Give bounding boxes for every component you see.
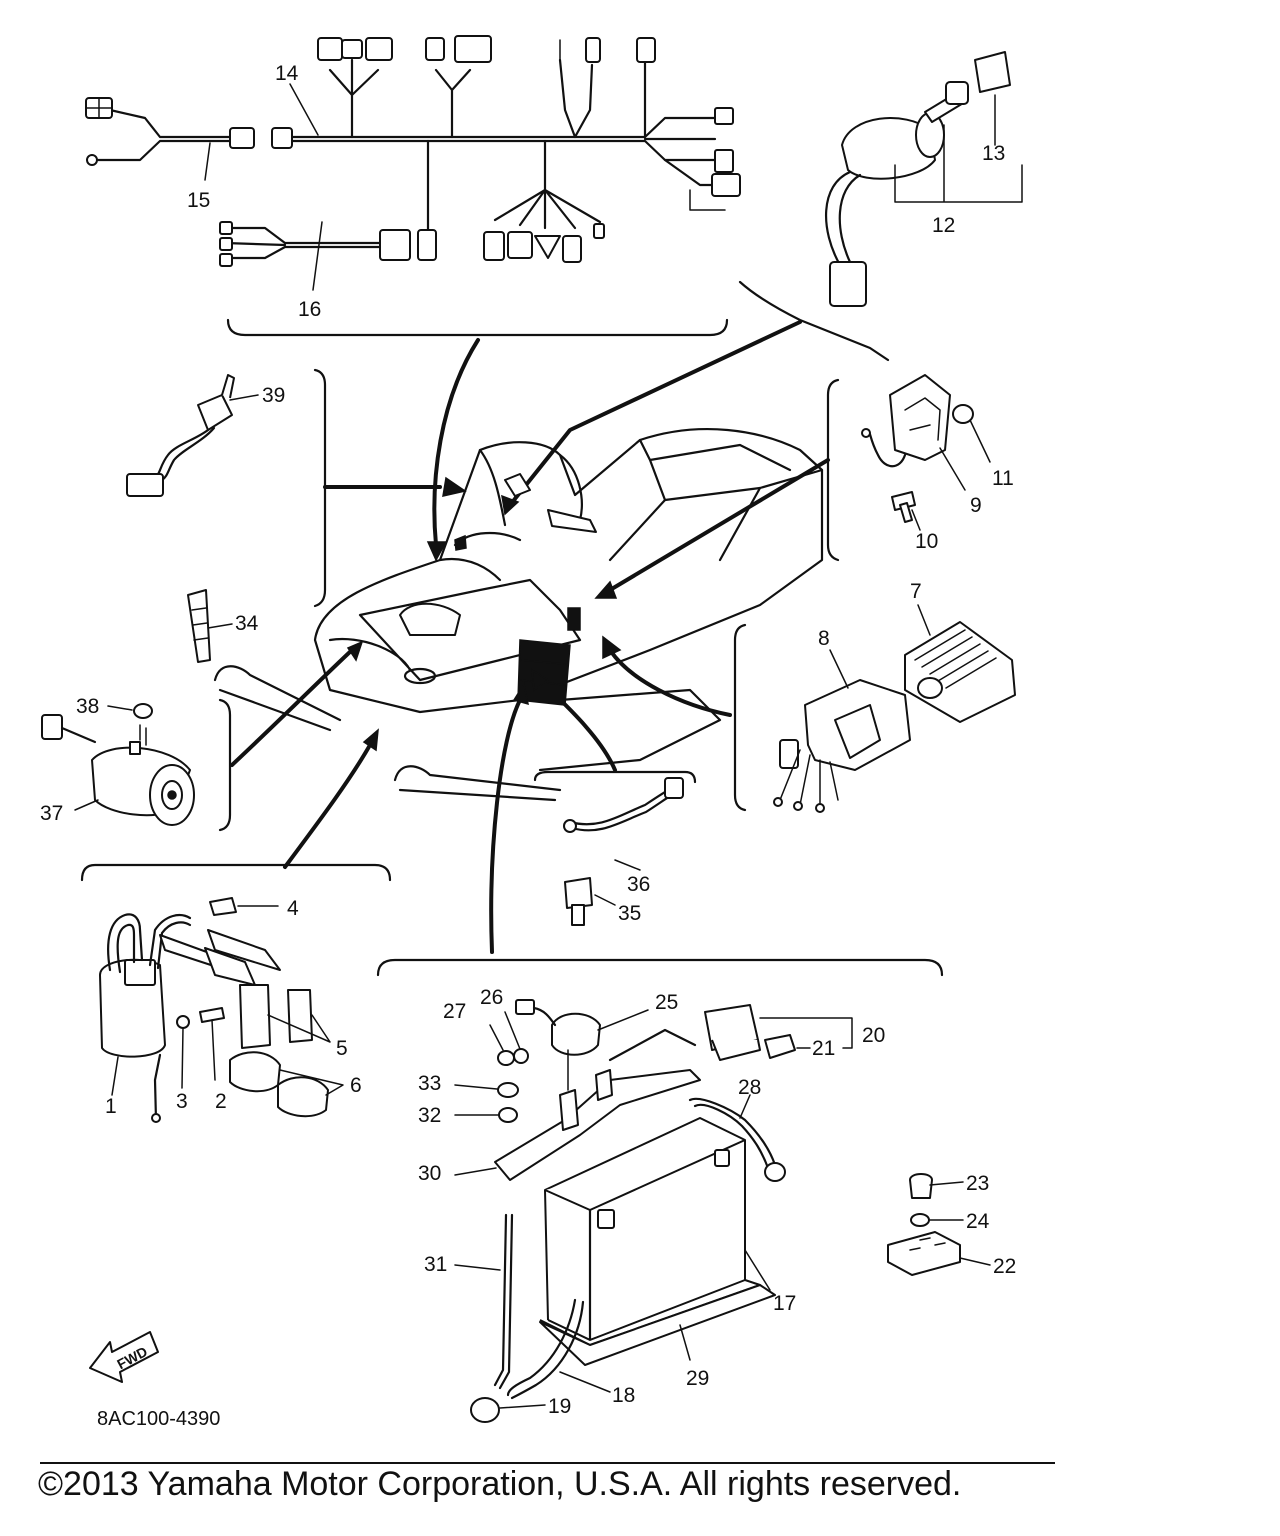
callout-27: 27 bbox=[443, 1000, 466, 1023]
callout-18: 18 bbox=[612, 1384, 635, 1407]
fwd-direction-arrow: FWD bbox=[89, 1331, 159, 1383]
callout-36: 36 bbox=[627, 873, 650, 896]
snowmobile-body bbox=[213, 338, 830, 954]
cable-tie bbox=[187, 589, 233, 663]
copyright-notice: ©2013 Yamaha Motor Corporation, U.S.A. A… bbox=[38, 1465, 962, 1503]
callout-34: 34 bbox=[235, 612, 259, 635]
diagram-code: 8AC100-4390 bbox=[97, 1408, 221, 1430]
callout-32: 32 bbox=[418, 1104, 441, 1127]
callout-20: 20 bbox=[862, 1024, 885, 1047]
temp-sensor-group bbox=[533, 770, 697, 926]
callout-37: 37 bbox=[40, 802, 63, 825]
callout-31: 31 bbox=[424, 1253, 447, 1276]
callout-7: 7 bbox=[910, 580, 922, 603]
callout-13: 13 bbox=[982, 142, 1005, 165]
callout-16: 16 bbox=[298, 298, 321, 321]
callout-26: 26 bbox=[480, 986, 503, 1009]
callout-5: 5 bbox=[336, 1037, 348, 1060]
callout-30: 30 bbox=[418, 1162, 441, 1185]
callout-3: 3 bbox=[176, 1090, 188, 1113]
starter-group bbox=[41, 698, 232, 832]
callout-4: 4 bbox=[287, 897, 299, 920]
battery-group bbox=[376, 958, 991, 1423]
callout-33: 33 bbox=[418, 1072, 441, 1095]
callout-9: 9 bbox=[970, 494, 982, 517]
callout-14: 14 bbox=[275, 62, 299, 85]
callout-10: 10 bbox=[915, 530, 938, 553]
callout-12: 12 bbox=[932, 214, 955, 237]
callout-25: 25 bbox=[655, 991, 678, 1014]
cdi-unit-group bbox=[826, 374, 991, 562]
wire-harness-group bbox=[85, 35, 741, 337]
callout-23: 23 bbox=[966, 1172, 989, 1195]
kill-switch-group bbox=[126, 368, 467, 608]
callout-11: 11 bbox=[992, 467, 1014, 490]
callout-1: 1 bbox=[105, 1095, 117, 1118]
callout-8: 8 bbox=[818, 627, 830, 650]
callout-35: 35 bbox=[618, 902, 641, 925]
callout-2: 2 bbox=[215, 1090, 227, 1113]
callout-24: 24 bbox=[966, 1210, 990, 1233]
copyright-divider bbox=[40, 1462, 1055, 1464]
callout-28: 28 bbox=[738, 1076, 761, 1099]
callout-15: 15 bbox=[187, 189, 210, 212]
callout-19: 19 bbox=[548, 1395, 571, 1418]
coil-regulator-group bbox=[733, 604, 1016, 813]
callout-labels: 1 2 3 4 5 6 7 8 9 10 11 12 13 14 15 16 1… bbox=[40, 62, 1016, 1418]
callout-38: 38 bbox=[76, 695, 99, 718]
callout-29: 29 bbox=[686, 1367, 709, 1390]
callout-17: 17 bbox=[773, 1292, 796, 1315]
ignition-coil-group bbox=[80, 863, 392, 1123]
callout-21: 21 bbox=[812, 1037, 835, 1060]
callout-6: 6 bbox=[350, 1074, 362, 1097]
main-switch-group bbox=[501, 51, 1023, 516]
callout-39: 39 bbox=[262, 384, 285, 407]
callout-22: 22 bbox=[993, 1255, 1016, 1278]
